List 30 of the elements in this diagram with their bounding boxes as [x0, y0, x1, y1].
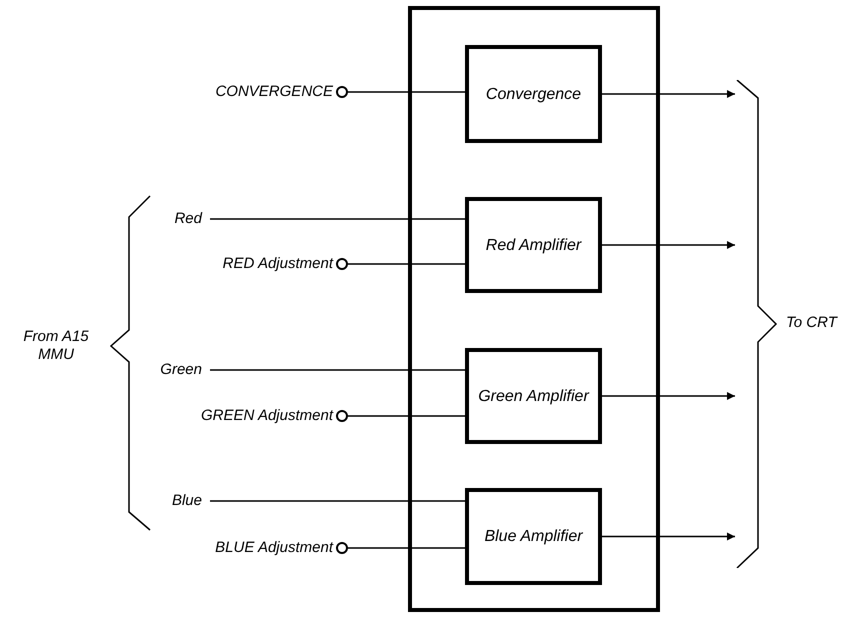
arrow	[602, 532, 735, 540]
amplifier-box	[465, 197, 602, 293]
input-label: Blue	[172, 490, 202, 511]
input-label: RED Adjustment	[222, 254, 333, 274]
amplifier-box	[465, 45, 602, 143]
arrow	[602, 90, 735, 98]
bracket	[736, 80, 778, 568]
signal-line	[210, 218, 465, 220]
input-label: CONVERGENCE	[215, 82, 333, 102]
signal-line	[348, 91, 465, 93]
input-label: Green	[160, 360, 202, 380]
signal-line	[348, 547, 465, 549]
block-label: Green Amplifier	[478, 386, 589, 406]
signal-line	[210, 500, 465, 502]
signal-line	[210, 369, 465, 371]
block-label: Red Amplifier	[486, 236, 582, 254]
input-label: GREEN Adjustment	[201, 406, 333, 426]
arrow	[602, 392, 735, 400]
group-label: From A15 MMU	[22, 328, 90, 364]
signal-line	[348, 415, 465, 417]
input-label: Red	[174, 208, 202, 229]
arrow	[602, 241, 735, 249]
group-label: To CRT	[786, 314, 837, 332]
amplifier-box	[465, 488, 602, 585]
input-label: BLUE Adjustment	[215, 538, 333, 558]
block-label: Convergence	[486, 84, 582, 104]
module-box	[408, 6, 660, 612]
amplifier-box	[465, 348, 602, 444]
block-label: Blue Amplifier	[484, 527, 583, 546]
signal-line	[348, 263, 465, 265]
